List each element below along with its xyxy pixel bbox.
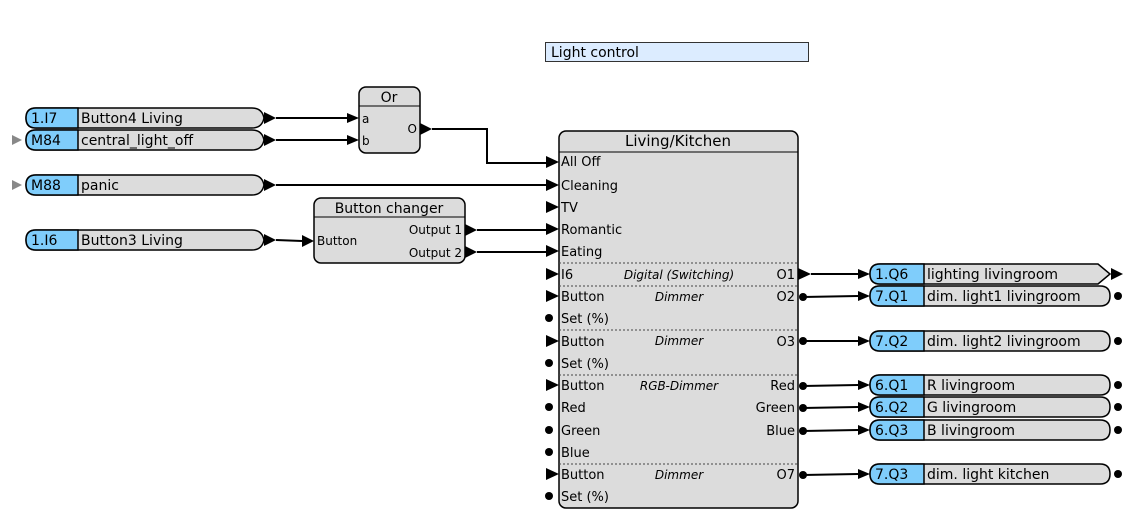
or-block[interactable]: Or a b O [358, 86, 421, 154]
input-tag-1i6[interactable]: 1.I6 Button3 Living [25, 229, 265, 251]
scene-input-tv: TV [560, 201, 578, 216]
ch1-input-i6: I6 [561, 268, 573, 283]
input-tag-m88[interactable]: M88 panic [12, 174, 265, 196]
living-kitchen-block[interactable]: Living/Kitchen All Off Cleaning TV Roman… [558, 130, 799, 509]
ch4-input-green: Green [561, 424, 600, 439]
button-changer-title: Button changer [335, 201, 444, 217]
ch3-output-o3: O3 [776, 335, 795, 350]
or-input-b: b [362, 134, 370, 148]
button-changer-input: Button [317, 234, 357, 248]
input-label: Button3 Living [81, 233, 183, 249]
input-label: Button4 Living [81, 111, 183, 127]
output-tag-1q6[interactable]: 1.Q6 lighting livingroom [869, 263, 1123, 285]
button-changer-output-1: Output 1 [409, 223, 462, 237]
ch2-input-button: Button [561, 290, 605, 305]
ch4-input-blue: Blue [561, 446, 590, 461]
input-tag-1i7[interactable]: 1.I7 Button4 Living [25, 107, 265, 129]
output-tag-6q3[interactable]: 6.Q3 B livingroom [869, 419, 1122, 441]
output-id: 7.Q3 [875, 467, 908, 483]
ch5-input-button: Button [561, 468, 605, 483]
output-label: dim. light1 livingroom [927, 289, 1081, 305]
ch4-input-button: Button [561, 379, 605, 394]
ch2-output-o2: O2 [776, 290, 795, 305]
output-label: dim. light kitchen [927, 467, 1049, 483]
ch3-input-button: Button [561, 335, 605, 350]
output-label: R livingroom [927, 378, 1015, 394]
output-id: 1.Q6 [875, 267, 908, 283]
or-input-a: a [362, 112, 369, 126]
output-id: 6.Q3 [875, 423, 908, 439]
input-id: 1.I7 [31, 111, 57, 127]
input-label: central_light_off [81, 133, 193, 149]
button-changer-block[interactable]: Button changer Button Output 1 Output 2 [313, 197, 466, 264]
ch3-mode: Dimmer [655, 334, 704, 348]
scene-input-all-off: All Off [561, 155, 601, 170]
output-id: 7.Q1 [875, 289, 908, 305]
scene-input-romantic: Romantic [561, 223, 622, 238]
output-tag-7q3[interactable]: 7.Q3 dim. light kitchen [869, 463, 1122, 485]
ch2-mode: Dimmer [655, 290, 704, 304]
output-id: 6.Q2 [875, 400, 908, 416]
main-block-title: Living/Kitchen [625, 132, 731, 150]
ch5-mode: Dimmer [655, 468, 704, 482]
scene-input-cleaning: Cleaning [561, 179, 618, 194]
button-changer-output-2: Output 2 [409, 246, 462, 260]
or-output-o: O [408, 122, 417, 136]
wires [264, 112, 870, 479]
ch4-output-green: Green [756, 401, 795, 416]
main-block-input-ports [545, 156, 559, 500]
ch5-input-set: Set (%) [561, 490, 609, 505]
input-label: panic [81, 178, 119, 194]
output-id: 6.Q1 [875, 378, 908, 394]
ch1-output-o1: O1 [776, 268, 795, 283]
scene-input-eating: Eating [561, 245, 602, 260]
output-id: 7.Q2 [875, 334, 908, 350]
output-label: lighting livingroom [927, 267, 1058, 283]
output-label: G livingroom [927, 400, 1016, 416]
output-tag-7q2[interactable]: 7.Q2 dim. light2 livingroom [869, 330, 1122, 352]
output-tag-6q1[interactable]: 6.Q1 R livingroom [869, 374, 1122, 396]
input-id: M88 [31, 178, 61, 194]
output-tag-7q1[interactable]: 7.Q1 dim. light1 livingroom [869, 285, 1122, 307]
input-id: M84 [31, 133, 61, 149]
output-label: dim. light2 livingroom [927, 334, 1081, 350]
ch3-input-set: Set (%) [561, 357, 609, 372]
diagram-title: Light control [545, 42, 809, 62]
output-tag-6q2[interactable]: 6.Q2 G livingroom [869, 396, 1122, 418]
ch4-output-red: Red [770, 379, 795, 394]
output-label: B livingroom [927, 423, 1015, 439]
or-block-title: Or [381, 90, 398, 106]
ch5-output-o7: O7 [776, 468, 795, 483]
ch2-input-set: Set (%) [561, 312, 609, 327]
ch4-mode: RGB-Dimmer [640, 379, 719, 393]
ch1-mode: Digital (Switching) [624, 268, 734, 282]
ch4-input-red: Red [561, 401, 586, 416]
ch4-output-blue: Blue [766, 424, 795, 439]
input-tag-m84[interactable]: M84 central_light_off [12, 129, 265, 151]
input-id: 1.I6 [31, 233, 57, 249]
